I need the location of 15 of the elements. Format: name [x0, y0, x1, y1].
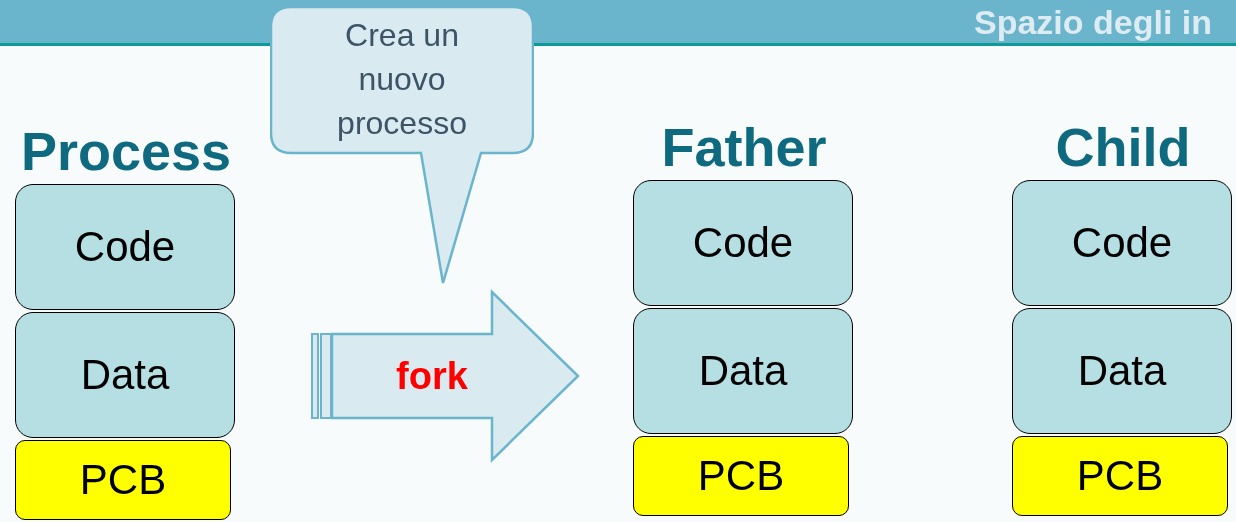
- memory-block: Code: [15, 184, 235, 310]
- callout-text: Crea un nuovo processo: [336, 16, 468, 143]
- memory-block: Code: [633, 180, 853, 306]
- memory-block: Code: [1012, 180, 1232, 306]
- pcb-block: PCB: [1012, 436, 1228, 516]
- column-heading: Father: [661, 120, 827, 174]
- memory-block: Data: [633, 308, 853, 434]
- memory-block: Data: [15, 312, 235, 438]
- column-heading: Child: [1055, 120, 1191, 174]
- memory-block: Data: [1012, 308, 1232, 434]
- pcb-block: PCB: [633, 436, 849, 516]
- pcb-block: PCB: [15, 440, 231, 520]
- column-heading: Process: [20, 124, 232, 178]
- title: Spazio degli in: [973, 4, 1212, 39]
- edge-label: fork: [396, 357, 468, 395]
